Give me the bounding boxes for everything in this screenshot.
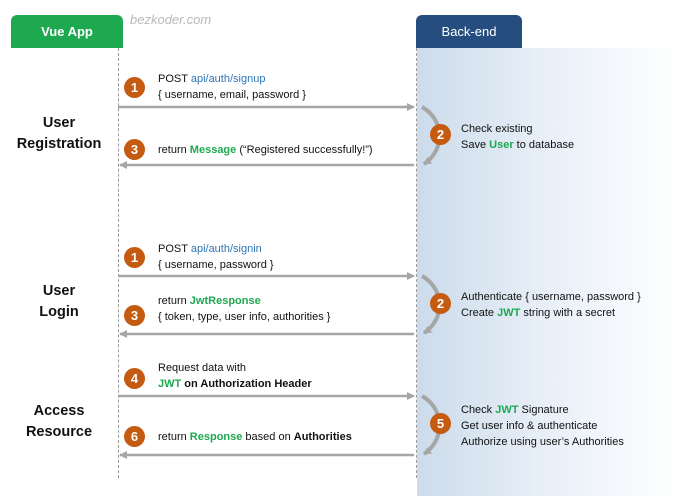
access-request-text: Request data with JWT on Authorization H… <box>158 362 312 390</box>
vue-app-lifeline <box>118 48 119 478</box>
access-process-text: Check JWT Signature Get user info & auth… <box>461 404 624 448</box>
access-label-line1: Access <box>33 403 85 419</box>
registration-label: User Registration <box>0 113 118 155</box>
signin-endpoint: api/auth/signin <box>190 243 262 255</box>
login-label-line2: Login <box>39 304 79 320</box>
reg-response-text: return Message (“Registered successfully… <box>158 144 373 156</box>
reg-process-text: Check existing Save User to database <box>461 123 575 151</box>
access-label-line2: Resource <box>25 424 93 440</box>
backend-background <box>417 48 680 496</box>
login-step-1-badge: 1 <box>124 247 145 268</box>
vue-app-tab: Vue App <box>11 15 123 48</box>
access-step-5-badge: 5 <box>430 413 451 434</box>
watermark: bezkoder.com <box>130 12 212 27</box>
access-label: Access Resource <box>0 401 118 443</box>
login-request-text: POST api/auth/signin { username, passwor… <box>158 243 274 271</box>
reg-request-text: POST api/auth/signup { username, email, … <box>158 73 306 101</box>
login-label-line1: User <box>42 283 76 299</box>
registration-label-line2: Registration <box>16 136 102 152</box>
login-process-text: Authenticate { username, password } Crea… <box>461 291 641 319</box>
reg-step-1-badge: 1 <box>124 77 145 98</box>
login-label: User Login <box>0 281 118 323</box>
back-end-tab: Back-end <box>416 15 522 48</box>
access-step-4-badge: 4 <box>124 368 145 389</box>
login-step-3-badge: 3 <box>124 305 145 326</box>
reg-step-3-badge: 3 <box>124 139 145 160</box>
signup-endpoint: api/auth/signup <box>190 73 266 85</box>
access-response-text: return Response based on Authorities <box>158 431 352 443</box>
reg-step-2-badge: 2 <box>430 124 451 145</box>
access-step-6-badge: 6 <box>124 426 145 447</box>
back-end-lifeline <box>416 48 417 478</box>
login-step-2-badge: 2 <box>430 293 451 314</box>
login-response-text: return JwtResponse { token, type, user i… <box>158 295 331 323</box>
registration-label-line1: User <box>42 115 76 131</box>
